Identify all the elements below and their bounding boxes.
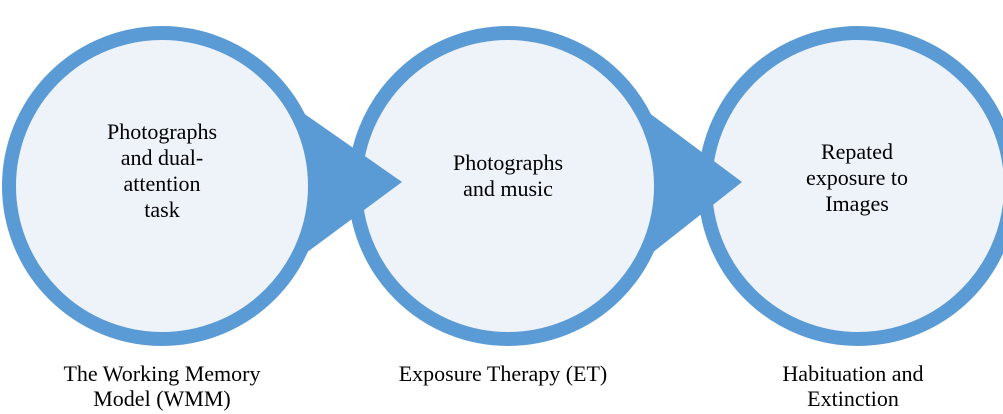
stage-1-circle (2, 26, 322, 346)
stage-2-circle-text: Photographs and music (453, 150, 563, 201)
stage-1-caption: The Working Memory Model (WMM) (63, 361, 261, 411)
stage-1-circle-text: Photographs and dual- attention task (107, 119, 217, 222)
stage-2-caption: Exposure Therapy (ET) (398, 361, 608, 386)
stage-3-caption: Habituation and Extinction (782, 361, 924, 411)
stage-1-shape (2, 26, 402, 346)
stage-3-circle-text: Repated exposure to Images (805, 139, 909, 216)
